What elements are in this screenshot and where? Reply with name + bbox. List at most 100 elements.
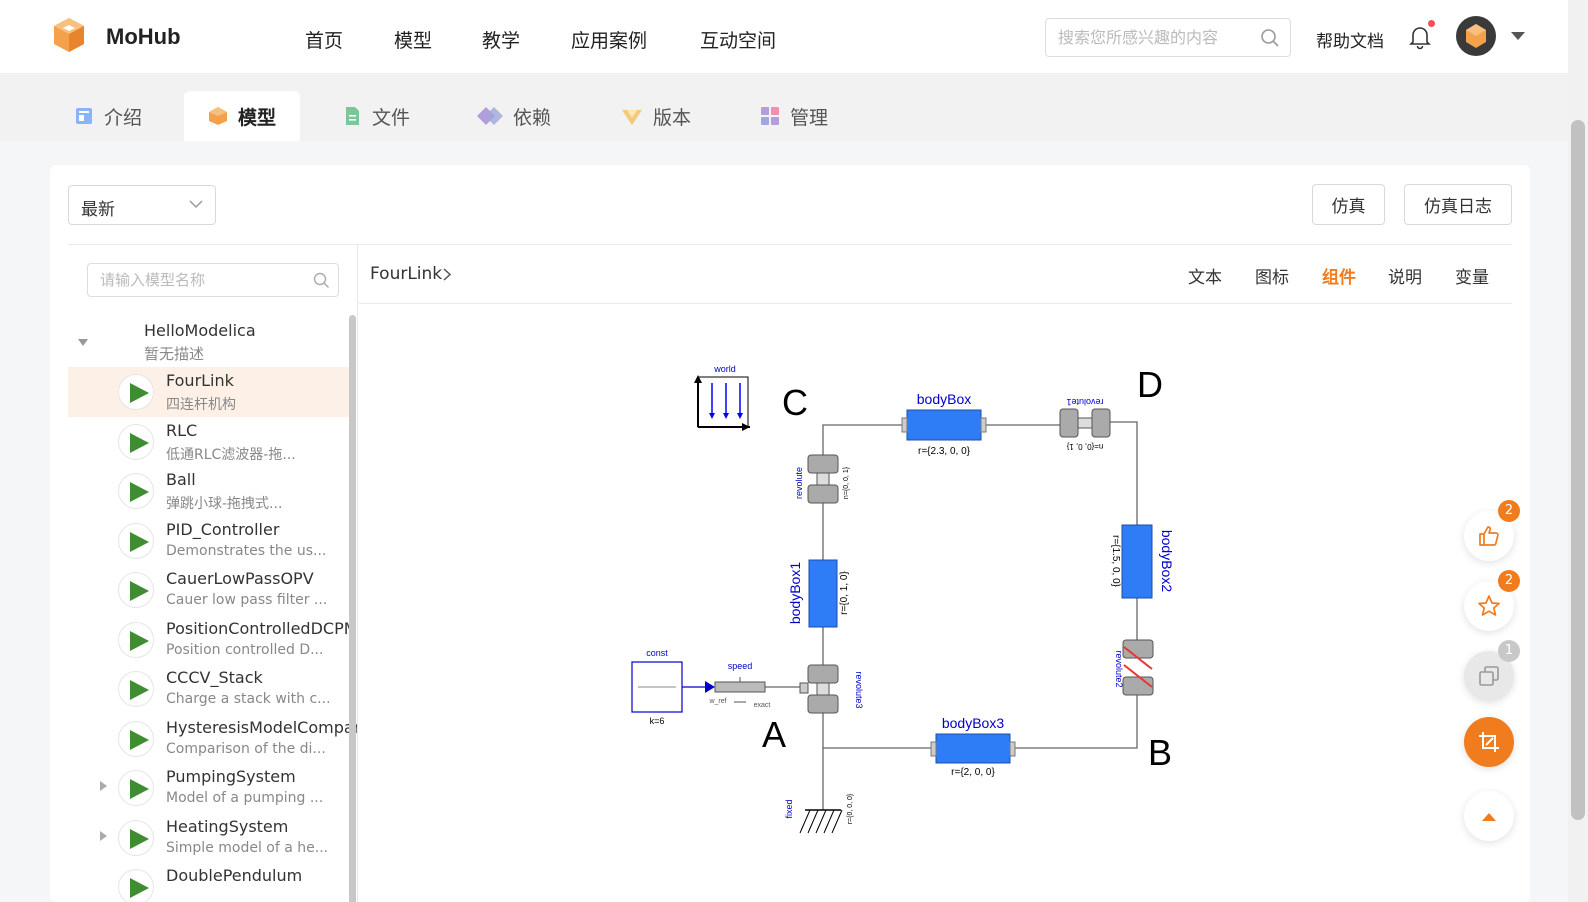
manage-icon bbox=[761, 107, 779, 125]
revolute-component[interactable]: revolute n={0, 0, 1} bbox=[794, 454, 850, 504]
fixed-component[interactable]: fixed r={0, 0, 0} bbox=[784, 785, 854, 834]
list-item[interactable]: FourLink 四连杆机构 bbox=[68, 367, 350, 417]
tab-icon-view[interactable]: 图标 bbox=[1255, 268, 1289, 288]
run-button[interactable] bbox=[118, 621, 154, 658]
tab-manage[interactable]: 管理 bbox=[736, 91, 852, 141]
simulation-log-button[interactable]: 仿真日志 bbox=[1404, 184, 1512, 225]
brand-name[interactable]: MoHub bbox=[106, 24, 181, 49]
tab-text[interactable]: 文本 bbox=[1188, 268, 1222, 288]
list-item[interactable]: HeatingSystem Simple model of a he... bbox=[68, 813, 350, 863]
back-to-top-button[interactable] bbox=[1464, 791, 1514, 841]
model-desc: 低通RLC滤波器-拖... bbox=[166, 446, 296, 463]
model-name: HysteresisModelCompar bbox=[166, 717, 358, 737]
component-diagram[interactable]: world C D A B bodyBox r={2.3, 0, 0} revo… bbox=[630, 355, 1190, 845]
revolute1-component[interactable]: revolute1 n={0, 0, 1} bbox=[1059, 397, 1111, 451]
nav-cases[interactable]: 应用案例 bbox=[571, 30, 648, 52]
help-docs-link[interactable]: 帮助文档 bbox=[1316, 32, 1384, 52]
search-icon[interactable] bbox=[1260, 28, 1280, 48]
run-button[interactable] bbox=[118, 423, 154, 460]
list-item[interactable]: CCCV_Stack Charge a stack with c... bbox=[68, 664, 350, 714]
list-item[interactable]: DoublePendulum bbox=[68, 862, 350, 902]
bodyBox-component[interactable]: bodyBox r={2.3, 0, 0} bbox=[901, 391, 987, 457]
crop-button[interactable] bbox=[1464, 717, 1514, 767]
play-icon bbox=[130, 680, 149, 700]
chevron-down-icon bbox=[189, 200, 203, 209]
run-button[interactable] bbox=[118, 522, 154, 559]
list-item[interactable]: PositionControlledDCPM Position controll… bbox=[68, 615, 357, 665]
nav-community[interactable]: 互动空间 bbox=[700, 30, 777, 52]
tree-scrollbar[interactable] bbox=[349, 315, 356, 902]
speed-component[interactable]: speed w_ref exact bbox=[705, 661, 770, 709]
revolute3-component[interactable]: revolute3 bbox=[799, 664, 864, 714]
nav-teaching[interactable]: 教学 bbox=[482, 30, 521, 52]
page-scrollbar[interactable] bbox=[1568, 0, 1588, 902]
list-item[interactable]: PID_Controller Demonstrates the us... bbox=[68, 516, 350, 566]
tree-root-item[interactable]: HelloModelica 暂无描述 bbox=[68, 319, 348, 367]
run-button[interactable] bbox=[118, 720, 154, 757]
tab-intro[interactable]: 介绍 bbox=[50, 91, 166, 141]
dependency-icon bbox=[477, 107, 503, 125]
bell-icon[interactable] bbox=[1408, 24, 1432, 50]
tab-files[interactable]: 文件 bbox=[318, 91, 434, 141]
const-param: k=6 bbox=[650, 716, 665, 726]
global-search[interactable] bbox=[1045, 18, 1291, 57]
caret-right-icon[interactable] bbox=[100, 781, 107, 791]
tab-components[interactable]: 组件 bbox=[1322, 268, 1356, 288]
revolute1-label: revolute1 bbox=[1066, 397, 1103, 407]
play-icon bbox=[130, 531, 149, 552]
tree-root-name: HelloModelica bbox=[144, 321, 256, 340]
mohub-logo-icon[interactable] bbox=[50, 16, 88, 54]
tab-versions[interactable]: 版本 bbox=[597, 91, 715, 141]
bodyBox2-component[interactable]: bodyBox2 r={1.5, 0, 0} bbox=[1110, 524, 1175, 599]
tab-model[interactable]: 模型 bbox=[184, 91, 301, 141]
global-search-input[interactable] bbox=[1046, 19, 1246, 56]
list-item[interactable]: HysteresisModelCompar Comparison of the … bbox=[68, 714, 357, 764]
bodyBox1-param: r={0, 1, 0} bbox=[839, 571, 850, 615]
model-search[interactable] bbox=[87, 263, 339, 297]
breadcrumb[interactable]: FourLink bbox=[370, 264, 443, 284]
page-scrollbar-thumb[interactable] bbox=[1571, 120, 1585, 820]
list-item[interactable]: CauerLowPassOPV Cauer low pass filter ..… bbox=[68, 565, 350, 615]
run-button[interactable] bbox=[118, 572, 154, 608]
bodyBox3-param: r={2, 0, 0} bbox=[951, 767, 995, 778]
sort-select[interactable]: 最新 bbox=[68, 185, 216, 225]
model-name: CauerLowPassOPV bbox=[166, 569, 314, 588]
revolute2-component[interactable]: revolute2 bbox=[1114, 639, 1154, 696]
simulate-button[interactable]: 仿真 bbox=[1312, 184, 1385, 225]
list-item[interactable]: RLC 低通RLC滤波器-拖... bbox=[68, 417, 350, 467]
run-button[interactable] bbox=[118, 473, 154, 509]
version-icon bbox=[622, 110, 642, 125]
tab-variables[interactable]: 变量 bbox=[1455, 268, 1489, 288]
chevron-down-icon[interactable] bbox=[1510, 31, 1526, 41]
run-button[interactable] bbox=[118, 374, 154, 410]
run-button[interactable] bbox=[118, 869, 154, 902]
bodyBox3-label: bodyBox3 bbox=[942, 715, 1004, 731]
tab-dependencies[interactable]: 依赖 bbox=[453, 91, 575, 141]
nav-models[interactable]: 模型 bbox=[394, 30, 433, 52]
nav-home[interactable]: 首页 bbox=[305, 30, 344, 52]
tab-intro-label: 介绍 bbox=[104, 106, 143, 129]
run-button[interactable] bbox=[118, 671, 154, 707]
model-desc: Comparison of the di... bbox=[166, 740, 326, 757]
tab-description[interactable]: 说明 bbox=[1388, 268, 1422, 288]
search-icon[interactable] bbox=[313, 272, 330, 289]
model-desc: Position controlled D... bbox=[166, 641, 324, 658]
model-name: HeatingSystem bbox=[166, 816, 289, 836]
point-D-label: D bbox=[1137, 364, 1163, 405]
world-component[interactable]: world bbox=[694, 364, 750, 431]
user-avatar[interactable] bbox=[1456, 16, 1496, 56]
const-component[interactable]: const k=6 bbox=[631, 648, 683, 726]
model-search-input[interactable] bbox=[88, 264, 303, 296]
bodyBox1-component[interactable]: bodyBox1 r={0, 1, 0} bbox=[787, 559, 850, 628]
bodyBox3-component[interactable]: bodyBox3 r={2, 0, 0} bbox=[930, 715, 1016, 778]
header-divider bbox=[68, 244, 1512, 245]
point-A-label: A bbox=[762, 714, 786, 755]
run-button[interactable] bbox=[118, 770, 154, 806]
caret-down-icon[interactable] bbox=[78, 339, 88, 346]
list-item[interactable]: PumpingSystem Model of a pumping ... bbox=[68, 763, 350, 813]
caret-right-icon[interactable] bbox=[100, 830, 107, 841]
speed-label: speed bbox=[728, 661, 753, 671]
run-button[interactable] bbox=[118, 819, 154, 856]
list-item[interactable]: Ball 弹跳小球-拖拽式... bbox=[68, 466, 350, 516]
view-divider bbox=[359, 303, 1512, 304]
